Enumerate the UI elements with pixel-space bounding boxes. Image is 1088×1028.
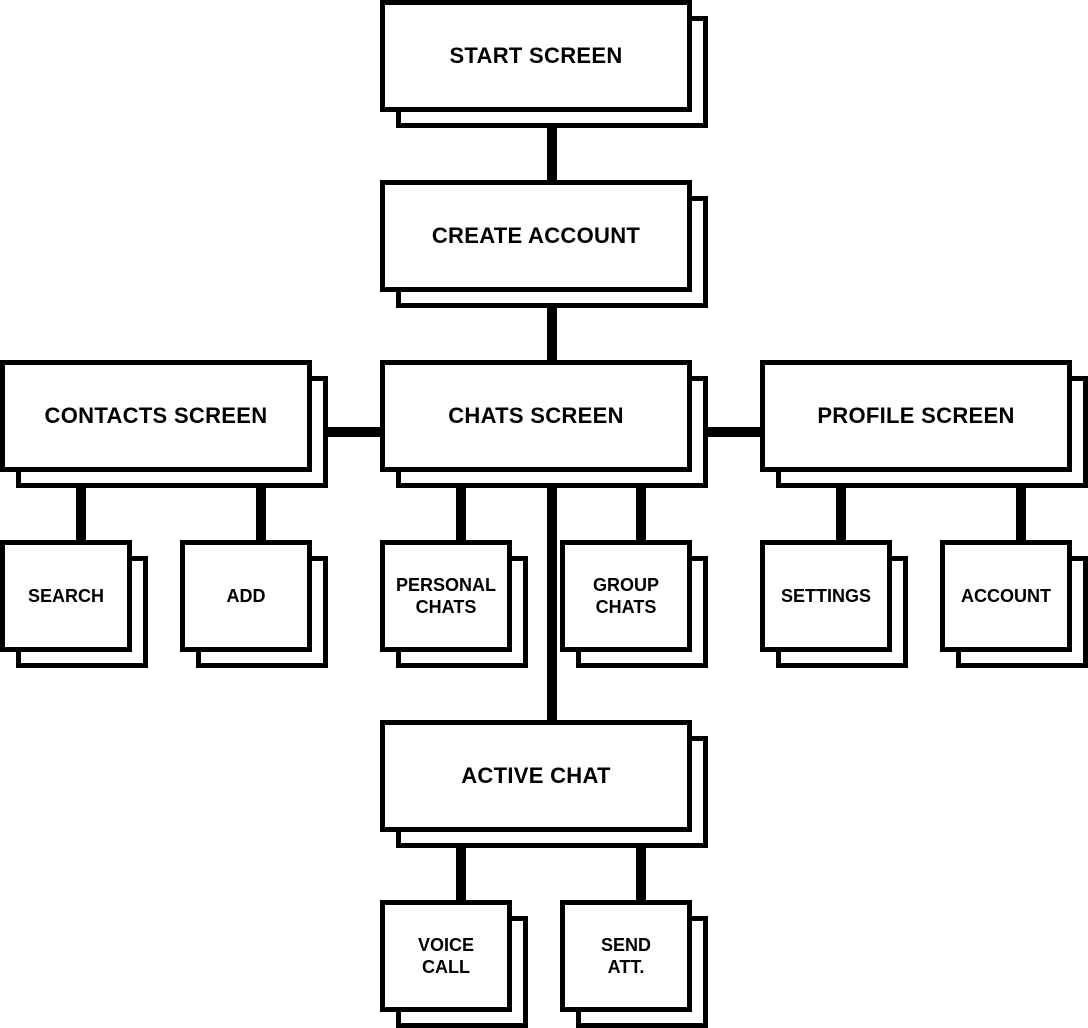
node-label-send-att: SEND ATT. bbox=[560, 900, 692, 1012]
connector-contacts-to-chats bbox=[325, 427, 383, 437]
node-label-line: PERSONAL bbox=[395, 575, 496, 595]
node-label-profile-screen: PROFILE SCREEN bbox=[760, 360, 1072, 472]
node-label-group-chats: GROUP CHATS bbox=[560, 540, 692, 652]
node-label-line: CALL bbox=[421, 957, 470, 977]
node-label-line: GROUP bbox=[592, 575, 659, 595]
node-personal-chats: PERSONAL CHATS bbox=[380, 540, 528, 668]
node-add: ADD bbox=[180, 540, 328, 668]
connector-profile-to-account bbox=[1016, 484, 1026, 544]
node-active-chat: ACTIVE CHAT bbox=[380, 720, 708, 848]
node-send-att: SEND ATT. bbox=[560, 900, 708, 1028]
node-label-settings: SETTINGS bbox=[760, 540, 892, 652]
node-group-chats: GROUP CHATS bbox=[560, 540, 708, 668]
node-start-screen: START SCREEN bbox=[380, 0, 708, 128]
node-label-line: CHATS bbox=[415, 597, 477, 617]
node-account: ACCOUNT bbox=[940, 540, 1088, 668]
node-label-line: CHATS bbox=[595, 597, 657, 617]
connector-chats-to-personal bbox=[456, 484, 466, 544]
connector-active-to-voice bbox=[456, 844, 466, 904]
node-chats-screen: CHATS SCREEN bbox=[380, 360, 708, 488]
node-label-chats-screen: CHATS SCREEN bbox=[380, 360, 692, 472]
node-label-account: ACCOUNT bbox=[940, 540, 1072, 652]
node-label-start-screen: START SCREEN bbox=[380, 0, 692, 112]
node-label-active-chat: ACTIVE CHAT bbox=[380, 720, 692, 832]
connector-chats-to-active bbox=[547, 484, 557, 724]
connector-chats-to-profile bbox=[705, 427, 763, 437]
connector-chats-to-group bbox=[636, 484, 646, 544]
node-create-account: CREATE ACCOUNT bbox=[380, 180, 708, 308]
node-label-create-account: CREATE ACCOUNT bbox=[380, 180, 692, 292]
connector-create-to-chats bbox=[547, 304, 557, 364]
connector-contacts-to-add bbox=[256, 484, 266, 544]
connector-profile-to-settings bbox=[836, 484, 846, 544]
node-label-voice-call: VOICE CALL bbox=[380, 900, 512, 1012]
node-label-add: ADD bbox=[180, 540, 312, 652]
node-label-line: VOICE bbox=[417, 935, 474, 955]
node-profile-screen: PROFILE SCREEN bbox=[760, 360, 1088, 488]
node-voice-call: VOICE CALL bbox=[380, 900, 528, 1028]
node-search: SEARCH bbox=[0, 540, 148, 668]
node-label-search: SEARCH bbox=[0, 540, 132, 652]
connector-contacts-to-search bbox=[76, 484, 86, 544]
connector-start-to-create bbox=[547, 124, 557, 184]
node-label-personal-chats: PERSONAL CHATS bbox=[380, 540, 512, 652]
node-label-contacts-screen: CONTACTS SCREEN bbox=[0, 360, 312, 472]
node-label-line: ATT. bbox=[607, 957, 645, 977]
connector-active-to-send bbox=[636, 844, 646, 904]
node-settings: SETTINGS bbox=[760, 540, 908, 668]
node-contacts-screen: CONTACTS SCREEN bbox=[0, 360, 328, 488]
node-label-line: SEND bbox=[600, 935, 651, 955]
